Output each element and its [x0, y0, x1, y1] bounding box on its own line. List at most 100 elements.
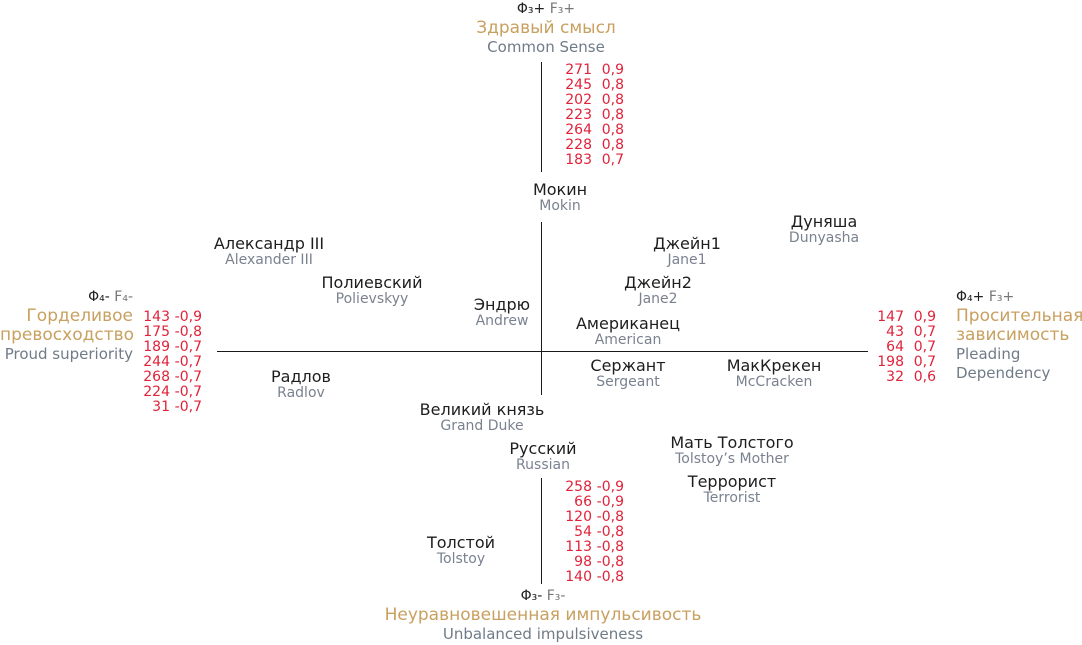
character-name-ru: Джейн1 [653, 234, 721, 253]
character-mokin: Мокин Mokin [500, 181, 620, 215]
character-name-en: Alexander III [225, 252, 313, 268]
pole-bottom-en: Unbalanced impulsiveness [442, 625, 644, 643]
character-name-en: Grand Duke [440, 418, 524, 434]
character-name-en: Dunyasha [788, 230, 860, 246]
pole-right-symbol-phi: Φ₄+ [956, 289, 985, 305]
character-american: Американец American [558, 315, 698, 349]
pole-right-en-1: Pleading [956, 345, 1021, 363]
character-name-en: Radlov [277, 385, 325, 401]
pole-left-symbol-phi: Φ₄- [88, 289, 110, 305]
pole-right-symbol-f: F₃+ [988, 289, 1015, 305]
character-name-en: Mokin [539, 198, 581, 214]
values-bottom: 258-0,9 66-0,9 120-0,8 54-0,8 113-0,8 98… [562, 480, 624, 585]
pole-right-ru-2: зависимость [956, 325, 1070, 345]
character-name-ru: Полиевский [321, 273, 423, 292]
pole-right-en-2: Dependency [956, 364, 1051, 382]
value-row: 31-0,7 [152, 399, 202, 415]
value-row: 258-0,9 [565, 479, 624, 495]
character-name-ru: Русский [509, 439, 577, 458]
value-row: 175-0,8 [143, 324, 202, 340]
character-name-en: Terrorist [703, 490, 761, 506]
character-name-en: McCracken [735, 374, 813, 390]
value-row: 189-0,7 [143, 339, 202, 355]
character-name-en: Jane1 [667, 252, 707, 268]
pole-top-ru: Здравый смысл [476, 18, 616, 38]
value-row: 54-0,8 [574, 524, 624, 540]
character-name-ru: Сержант [590, 356, 666, 375]
pole-left-ru-2: превосходство [0, 325, 135, 345]
character-dunyasha: Дуняша Dunyasha [764, 213, 884, 247]
vertical-axis-lower [541, 222, 542, 395]
pole-top-symbol-phi: Φ₃+ [516, 1, 546, 17]
values-left: 143-0,9 175-0,8 189-0,7 244-0,7 268-0,7 … [140, 310, 202, 415]
pole-bottom: Φ₃- F₃- Неуравновешенная импульсивость U… [343, 587, 743, 644]
character-name-ru: Террорист [687, 472, 777, 491]
character-name-ru: Джейн2 [624, 273, 692, 292]
pole-left-en: Proud superiority [4, 345, 133, 363]
character-sergeant: Сержант Sergeant [578, 357, 678, 391]
character-name-en: Jane2 [638, 291, 678, 307]
character-tolstoys-mother: Мать Толстого Tolstoy’s Mother [652, 434, 812, 468]
value-row: 120-0,8 [565, 509, 624, 525]
character-polievsky: Полиевский Polievskyy [302, 274, 442, 308]
character-name-en: Russian [516, 457, 570, 473]
value-row: 224-0,7 [143, 384, 202, 400]
horizontal-axis [217, 351, 868, 352]
character-jane1: Джейн1 Jane1 [627, 235, 747, 269]
character-alexander-iii: Александр III Alexander III [199, 235, 339, 269]
pole-right: Φ₄+ F₃+ Просительная зависимость Pleadin… [956, 288, 1082, 383]
vertical-axis-upper [541, 62, 542, 172]
character-name-ru: Толстой [426, 533, 496, 552]
pole-top-symbol-f: F₃+ [549, 1, 576, 17]
pole-right-ru-1: Просительная [956, 306, 1082, 326]
value-row: 268-0,7 [143, 369, 202, 385]
pole-bottom-ru: Неуравновешенная импульсивость [384, 605, 702, 625]
character-name-ru: Эндрю [473, 295, 531, 314]
character-name-ru: Александр III [213, 234, 325, 253]
value-row: 140-0,8 [565, 569, 624, 585]
character-name-ru: Дуняша [790, 212, 858, 231]
value-row: 98-0,8 [574, 554, 624, 570]
value-row: 143-0,9 [143, 309, 202, 325]
character-grand-duke: Великий князь Grand Duke [407, 401, 557, 435]
character-name-en: Andrew [475, 313, 529, 329]
character-name-ru: Мать Толстого [670, 433, 794, 452]
character-tolstoy: Толстой Tolstoy [411, 534, 511, 568]
pole-bottom-symbol-phi: Φ₃- [520, 588, 543, 604]
character-andrew: Эндрю Andrew [452, 296, 552, 330]
character-name-ru: Радлов [271, 367, 331, 386]
character-terrorist: Террорист Terrorist [672, 473, 792, 507]
character-radlov: Радлов Radlov [251, 368, 351, 402]
character-russian: Русский Russian [493, 440, 593, 474]
pole-left: Φ₄- F₄- Горделивое превосходство Proud s… [0, 288, 135, 364]
character-name-en: Tolstoy’s Mother [675, 451, 789, 467]
value-row: 244-0,7 [143, 354, 202, 370]
character-name-ru: МакКрекен [726, 356, 822, 375]
character-name-ru: Американец [575, 314, 681, 333]
character-name-en: Tolstoy [436, 551, 486, 567]
character-name-ru: Великий князь [419, 400, 545, 419]
pole-top: Φ₃+ F₃+ Здравый смысл Common Sense [446, 0, 646, 57]
character-jane2: Джейн2 Jane2 [598, 274, 718, 308]
value-row: 113-0,8 [565, 539, 624, 555]
pole-top-en: Common Sense [487, 38, 605, 56]
vertical-axis-bottom [541, 478, 542, 584]
character-name-en: American [594, 332, 662, 348]
value-row: 66-0,9 [574, 494, 624, 510]
character-name-ru: Мокин [532, 180, 588, 199]
character-mccracken: МакКрекен McCracken [714, 357, 834, 391]
